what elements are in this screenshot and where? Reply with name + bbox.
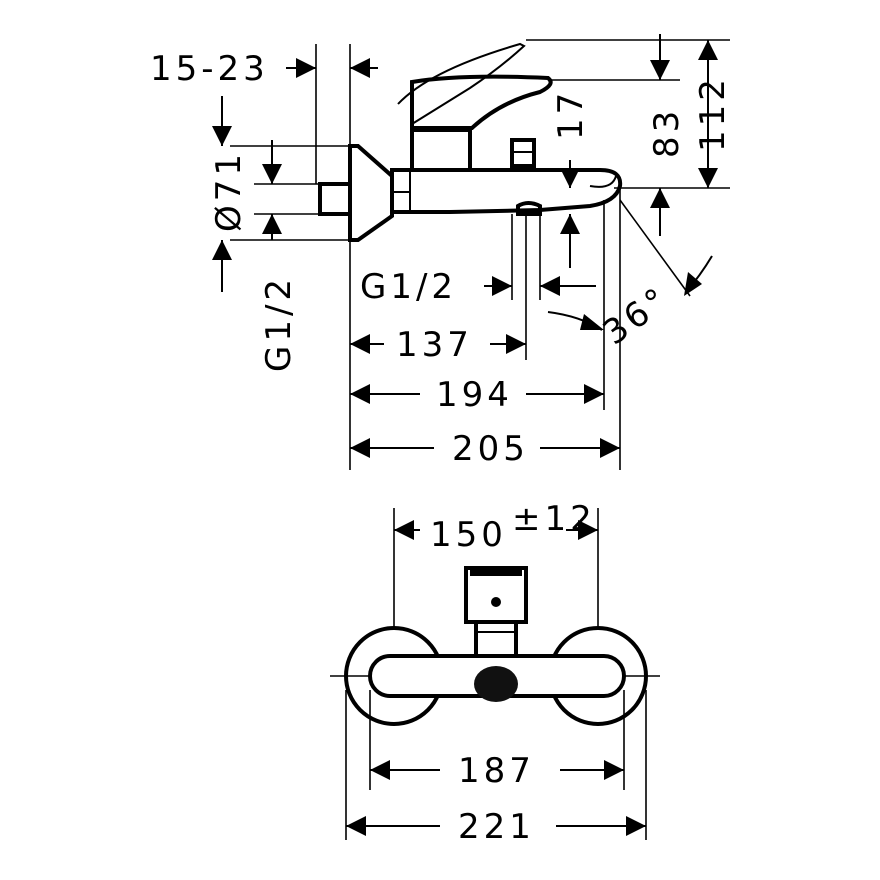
dim-15-23-label: 15-23 (150, 49, 269, 89)
dim-angle: 36° (547, 255, 713, 353)
wall-rosette (348, 144, 394, 242)
dim-187-label: 187 (458, 751, 535, 791)
dim-83-label: 83 (647, 107, 687, 158)
dim-150: 150 ±12 (394, 499, 598, 555)
dim-221-label: 221 (458, 807, 535, 847)
dim-137: 137 (350, 325, 526, 365)
front-lever (464, 566, 528, 624)
dim-diameter-label: Ø71 (209, 150, 249, 232)
dim-112-label: 112 (693, 75, 733, 152)
lever-handle (410, 74, 553, 130)
dim-angle-label: 36° (596, 278, 678, 353)
mixer-body (390, 168, 623, 214)
dim-150-tolerance: ±12 (512, 499, 596, 539)
dim-15-23: 15-23 (150, 49, 378, 89)
dim-187: 187 (370, 751, 624, 791)
dim-205: 205 (350, 429, 620, 469)
dim-194-label: 194 (436, 375, 513, 415)
dim-221: 221 (346, 807, 646, 847)
dim-17: 17 (551, 89, 591, 268)
dim-thread-inlet: G1/2 (259, 140, 299, 372)
dim-194: 194 (350, 375, 604, 415)
dim-thread-inlet-label: G1/2 (259, 275, 299, 372)
spout-outlet (516, 201, 542, 216)
front-spout-outlet (474, 666, 518, 702)
dim-112: 112 (693, 40, 733, 188)
dim-thread-spout: G1/2 (360, 267, 596, 307)
side-view: 15-23 Ø71 G1/2 17 (150, 34, 733, 470)
lever-column (410, 128, 472, 172)
dim-diameter: Ø71 (209, 96, 249, 292)
dim-83: 83 (647, 34, 687, 236)
dim-205-label: 205 (452, 429, 529, 469)
dim-17-label: 17 (551, 89, 591, 140)
front-column (474, 620, 518, 658)
inlet-stub (318, 182, 352, 216)
front-view: 150 ±12 187 221 (330, 499, 660, 847)
dim-thread-spout-label: G1/2 (360, 267, 457, 307)
dim-137-label: 137 (396, 325, 473, 365)
dim-150-label: 150 (430, 515, 507, 555)
